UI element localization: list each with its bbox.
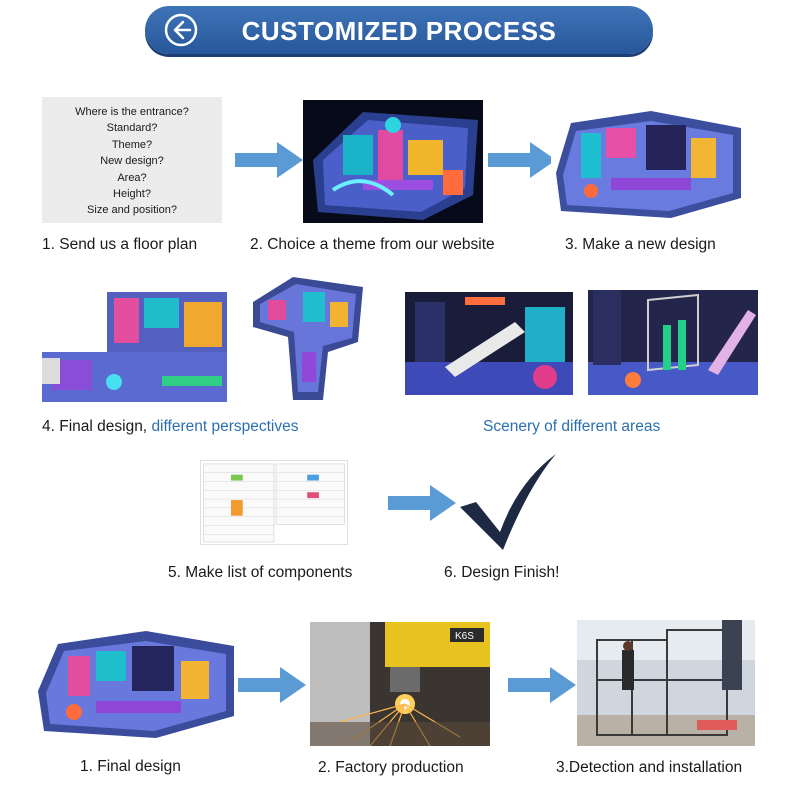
top-view-design-image [42, 292, 227, 402]
question-item: Area? [117, 171, 147, 184]
step-caption: 6. Design Finish! [444, 564, 560, 581]
step-caption: 3. Make a new design [565, 236, 716, 253]
scenery-area-image [588, 290, 758, 395]
new-design-render-image [551, 103, 749, 223]
machine-label: K6S [455, 631, 474, 642]
scenery-area-image [405, 292, 573, 395]
production-caption: 3.Detection and installation [556, 759, 743, 776]
flow-arrow-icon [238, 665, 308, 705]
final-design-image [36, 626, 236, 741]
question-item: New design? [100, 155, 164, 168]
question-item: Where is the entrance? [75, 106, 189, 118]
flow-arrow-icon [388, 483, 458, 523]
production-caption: 1. Final design [80, 758, 181, 775]
perspective-design-image [248, 272, 368, 404]
step-caption: 4. Final design, different perspectives [42, 418, 298, 436]
header-banner: CUSTOMIZED PROCESS [145, 6, 653, 54]
page-title: CUSTOMIZED PROCESS [241, 16, 557, 46]
component-list-image [200, 460, 348, 545]
step-caption: 5. Make list of components [168, 564, 353, 581]
step-caption: 1. Send us a floor plan [42, 236, 198, 253]
checkmark-icon [460, 454, 556, 550]
step-caption-text: 4. Final design, [42, 418, 148, 435]
question-item: Theme? [111, 138, 153, 151]
installation-image [577, 620, 755, 746]
step-caption: 2. Choice a theme from our website [250, 236, 495, 253]
back-arrow-icon[interactable] [163, 12, 199, 48]
step-caption-highlight: different perspectives [151, 418, 299, 435]
production-caption: 2. Factory production [318, 759, 464, 776]
question-item: Standard? [106, 122, 158, 135]
question-item: Height? [113, 188, 151, 201]
flow-arrow-icon [235, 140, 305, 180]
flow-arrow-icon [488, 140, 558, 180]
floor-plan-questions: Where is the entrance? Standard? Theme? … [42, 97, 222, 223]
factory-production-image: K6S [310, 622, 490, 746]
theme-render-image [303, 100, 483, 223]
flow-arrow-icon [508, 665, 578, 705]
question-item: Size and position? [87, 204, 177, 217]
step-caption: Scenery of different areas [483, 418, 661, 435]
